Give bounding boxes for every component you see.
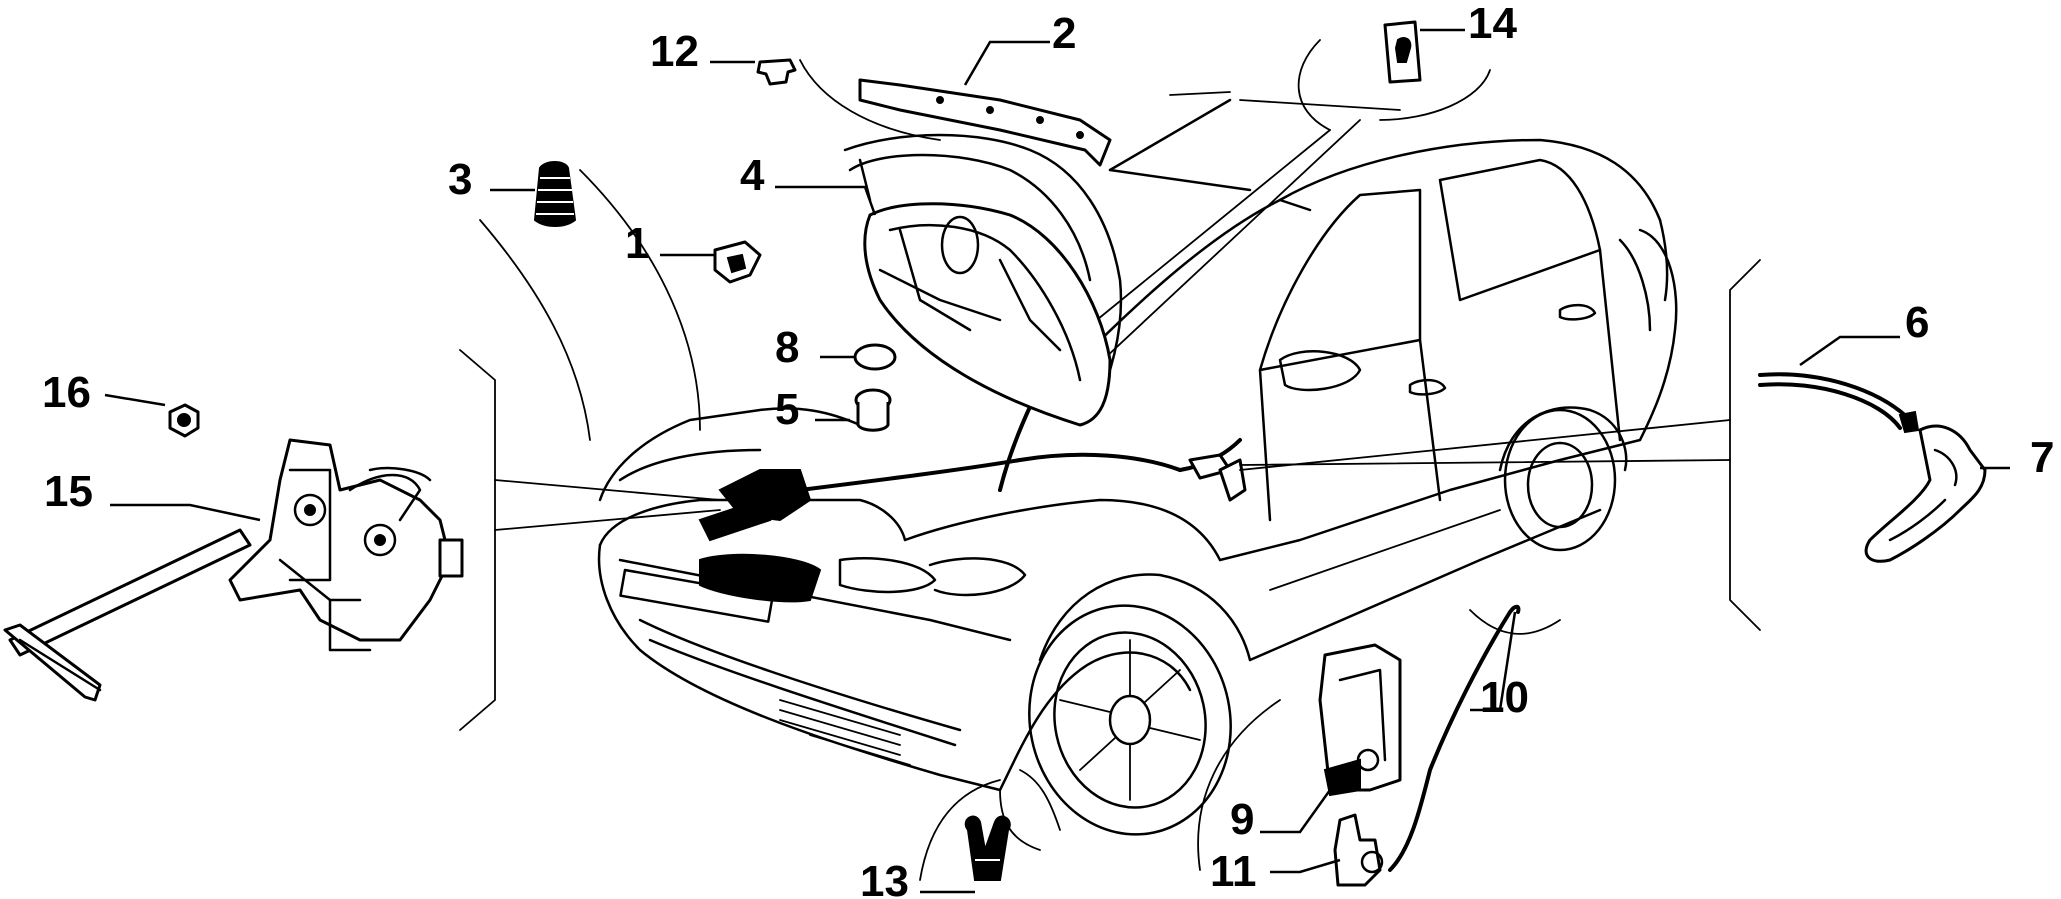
callout-15: 15 — [44, 467, 93, 516]
part-5-rubber-stop — [854, 388, 892, 432]
detail-callout-lines — [459, 39, 1761, 881]
part-9-striker-bracket — [1318, 643, 1402, 797]
callout-1: 1 — [625, 219, 649, 268]
part-11-sensor — [1333, 813, 1384, 887]
part-7-release-handle — [1864, 424, 1987, 563]
part-4-bonnet — [863, 202, 1112, 427]
callout-3: 3 — [448, 155, 472, 204]
part-6-release-cable — [1758, 372, 1920, 434]
leader-lines — [104, 28, 2010, 894]
callout-11: 11 — [1210, 847, 1257, 896]
part-2-seal-strip — [858, 78, 1112, 167]
callout-13: 13 — [860, 857, 909, 899]
part-3-bump-stop — [533, 161, 577, 227]
callout-16: 16 — [42, 368, 91, 417]
part-1-hinge — [713, 240, 762, 284]
part-13-clip — [964, 815, 1011, 881]
callout-2: 2 — [1052, 9, 1076, 58]
part-12-clip — [756, 58, 797, 86]
callout-5: 5 — [775, 385, 799, 434]
part-14-clip — [1383, 20, 1422, 84]
callout-6: 6 — [1905, 298, 1929, 347]
part-15-bonnet-lock — [3, 438, 464, 702]
part-10-cable — [1388, 604, 1521, 872]
car-illustration — [597, 98, 1678, 836]
part-16-nut — [168, 403, 200, 438]
part-8-cap — [853, 343, 897, 371]
callout-8: 8 — [775, 323, 799, 372]
callout-labels: 12 2 14 3 4 1 8 5 16 15 6 7 10 9 11 13 — [42, 0, 2054, 899]
callout-9: 9 — [1230, 795, 1254, 844]
callout-14: 14 — [1468, 0, 1517, 48]
callout-7: 7 — [2030, 433, 2054, 482]
callout-12: 12 — [650, 27, 699, 76]
callout-10: 10 — [1480, 673, 1529, 722]
callout-4: 4 — [740, 151, 765, 200]
